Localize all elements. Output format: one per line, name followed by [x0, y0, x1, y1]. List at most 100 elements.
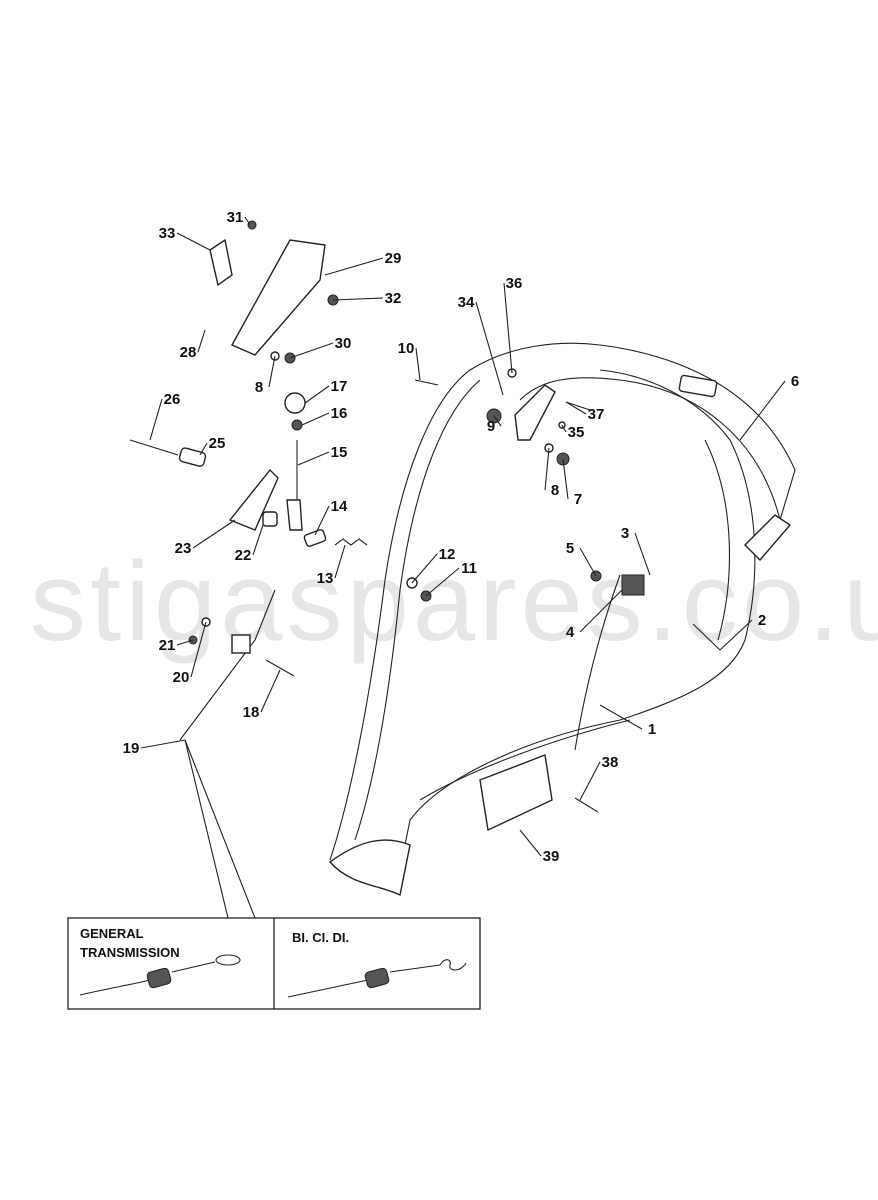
leader-line: [425, 567, 460, 597]
leader-line: [268, 355, 276, 388]
leader-line: [415, 347, 421, 381]
handle-frame: [328, 342, 796, 897]
part-label-1: 1: [648, 721, 656, 738]
part-label-36: 36: [506, 275, 523, 292]
leader-line: [324, 257, 384, 276]
leader-line: [199, 442, 208, 456]
leader-line: [197, 329, 206, 353]
part-label-2: 2: [758, 612, 766, 629]
part-label-20: 20: [173, 669, 190, 686]
leader-line: [493, 415, 502, 427]
handle-foot: [328, 839, 411, 897]
part-label-5: 5: [566, 540, 574, 557]
part-label-14: 14: [331, 498, 348, 515]
leader-line: [579, 547, 597, 577]
inset-right-title: BI. CI. DI.: [292, 930, 349, 945]
part-label-10: 10: [398, 340, 415, 357]
leader-line: [579, 589, 623, 633]
part-label-38: 38: [602, 754, 619, 771]
leader-line: [297, 451, 330, 466]
leader-line: [252, 524, 264, 556]
leader-line: [562, 458, 569, 500]
leader-line: [719, 619, 753, 651]
part-label-13: 13: [317, 570, 334, 587]
leader-line: [301, 412, 330, 426]
inset-left-title-line1: GENERAL: [80, 926, 144, 941]
part-label-9: 9: [487, 418, 495, 435]
leader-line: [334, 544, 346, 579]
part-label-22: 22: [235, 547, 252, 564]
leader-line: [289, 342, 334, 359]
control-cable: [574, 574, 621, 751]
leader-line: [140, 739, 186, 749]
leader-line: [304, 385, 330, 404]
part-label-32: 32: [385, 290, 402, 307]
lever-bracket-29: [231, 239, 326, 356]
part-labels: 3133293228308363410171626251593735687142…: [123, 209, 800, 865]
part-label-15: 15: [331, 444, 348, 461]
part-label-18: 18: [243, 704, 260, 721]
leader-line: [190, 621, 207, 678]
part-label-4: 4: [566, 624, 575, 641]
part-label-33: 33: [159, 225, 176, 242]
leader-line: [579, 761, 601, 801]
leader-lines: [140, 216, 786, 857]
leader-line: [260, 669, 281, 713]
part-label-34: 34: [458, 294, 475, 311]
leader-line: [503, 282, 513, 374]
part-label-23: 23: [175, 540, 192, 557]
leader-line: [176, 639, 194, 646]
leader-line: [565, 401, 587, 415]
part-label-39: 39: [543, 848, 560, 865]
part-label-7: 7: [574, 491, 582, 508]
bracket-34: [514, 384, 556, 441]
leader-line: [411, 553, 438, 584]
leader-line: [149, 398, 163, 441]
leader-line: [176, 232, 211, 251]
part-label-29: 29: [385, 250, 402, 267]
leader-line: [634, 532, 651, 576]
part-label-11: 11: [461, 560, 477, 577]
leader-line: [544, 447, 550, 491]
cable-variants-inset: GENERAL TRANSMISSION BI. CI. DI.: [67, 739, 481, 1010]
leader-line: [599, 704, 643, 730]
part-label-16: 16: [331, 405, 348, 422]
part-label-28: 28: [180, 344, 197, 361]
part-label-3: 3: [621, 525, 629, 542]
part-label-31: 31: [227, 209, 244, 226]
part-label-8: 8: [255, 379, 263, 396]
part-label-37: 37: [588, 406, 605, 423]
throttle-cable: [179, 589, 276, 741]
part-label-26: 26: [164, 391, 181, 408]
part-label-19: 19: [123, 740, 140, 757]
leader-line: [519, 829, 542, 857]
inset-left-title-line2: TRANSMISSION: [80, 945, 180, 960]
part-label-12: 12: [439, 546, 456, 563]
leader-line: [475, 301, 504, 396]
leader-line: [192, 519, 236, 549]
part-label-21: 21: [159, 637, 176, 654]
part-label-17: 17: [331, 378, 348, 395]
clamp-4: [621, 574, 645, 596]
part-label-8: 8: [551, 482, 559, 499]
leader-line: [314, 505, 330, 536]
bi-ci-di-cable-icon: [287, 959, 467, 998]
clip-33: [209, 238, 233, 287]
stop-label-plate: [678, 374, 718, 398]
handle-end-bracket: [744, 514, 792, 562]
part-label-6: 6: [791, 373, 799, 390]
cover-39: [479, 754, 553, 832]
plate-23: [228, 468, 279, 531]
part-label-35: 35: [568, 424, 585, 441]
leader-line: [561, 424, 567, 433]
part-label-30: 30: [335, 335, 352, 352]
leader-line: [244, 216, 251, 226]
general-transmission-cable-icon: [79, 954, 241, 996]
leader-line: [332, 297, 384, 301]
knob-17: [284, 392, 306, 414]
part-label-25: 25: [209, 435, 226, 452]
watermark: stigaspares.co.uk: [30, 539, 878, 664]
leader-line: [739, 380, 786, 441]
